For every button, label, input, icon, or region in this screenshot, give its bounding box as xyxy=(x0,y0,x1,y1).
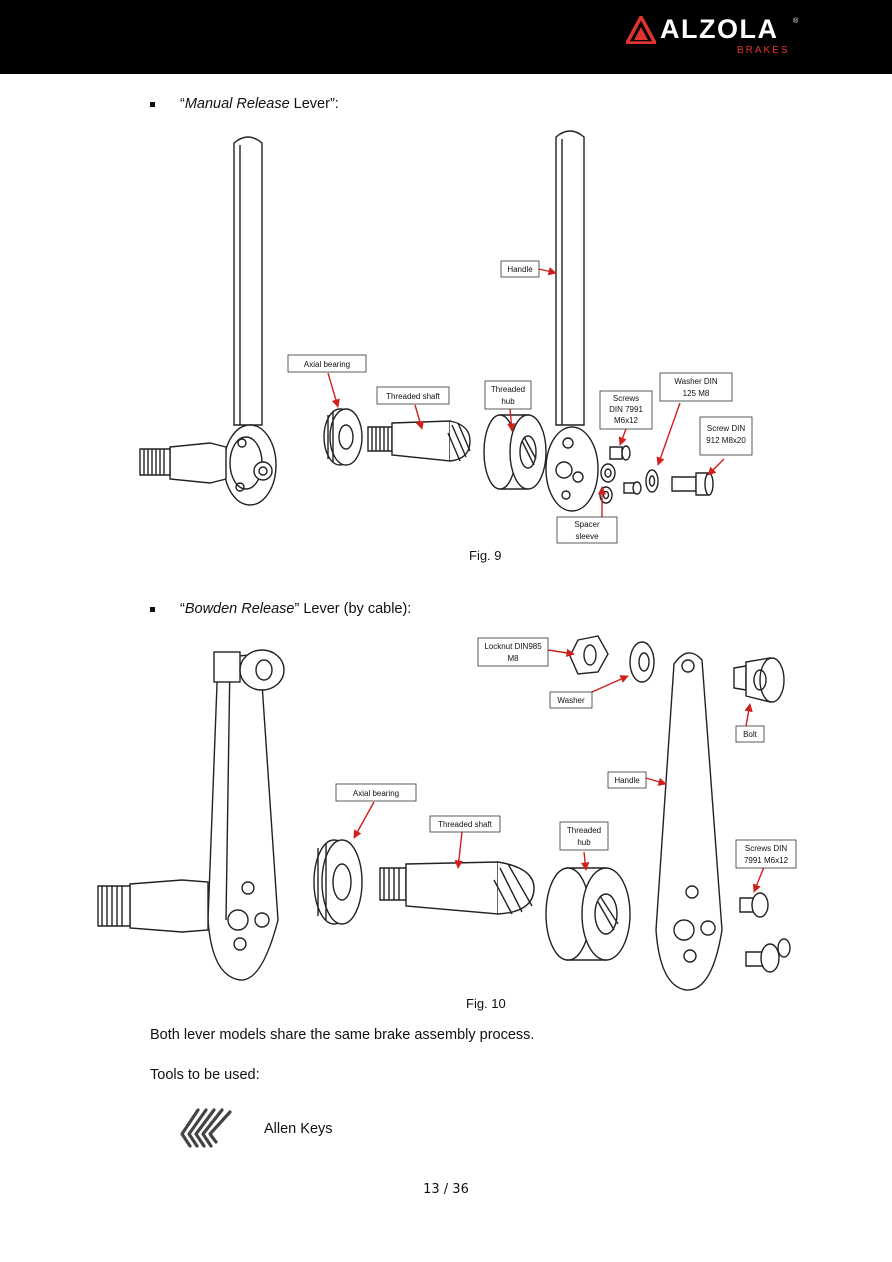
label-screws-line3: M6x12 xyxy=(614,416,639,425)
label-spacer-line1: Spacer xyxy=(574,520,600,529)
threaded-shaft-part xyxy=(379,861,535,915)
registered-mark: ® xyxy=(793,18,799,25)
threaded-shaft-part xyxy=(367,420,471,462)
brand-subtitle: BRAKES xyxy=(737,45,790,56)
open-quote: “ xyxy=(180,601,185,617)
label-screw-line2: 912 M8x20 xyxy=(706,436,746,445)
label-threaded-hub-line1: Threaded xyxy=(567,826,601,835)
allen-keys-icon xyxy=(180,1108,232,1148)
label-screw-line1: Screw DIN xyxy=(707,424,745,433)
label-washer-line1: Washer DIN xyxy=(674,377,717,386)
assembled-manual-lever xyxy=(139,136,277,506)
heading-rest: ” Lever (by cable): xyxy=(294,601,412,617)
brand-name: ALZOLA xyxy=(660,14,779,44)
assembled-bowden-lever xyxy=(97,649,285,981)
handle-part xyxy=(655,652,723,991)
label-handle: Handle xyxy=(507,265,533,274)
label-screws-line2: 7991 M6x12 xyxy=(744,856,789,865)
label-washer: Washer xyxy=(557,696,585,705)
small-screws-parts xyxy=(609,445,642,495)
washer-part xyxy=(645,469,659,493)
washer-part xyxy=(629,641,655,683)
label-washer-line2: 125 M8 xyxy=(683,389,710,398)
locknut-part xyxy=(569,635,609,675)
label-threaded-shaft: Threaded shaft xyxy=(386,392,441,401)
figure-10-bowden-release-exploded: Locknut DIN985 M8 Washer Bolt Handle Axi… xyxy=(97,635,797,991)
alzola-logo-icon xyxy=(626,16,656,44)
label-screws-line1: Screws DIN xyxy=(745,844,787,853)
label-spacer-line2: sleeve xyxy=(575,532,599,541)
heading-rest: Lever”: xyxy=(289,96,339,112)
label-threaded-hub-line1: Threaded xyxy=(491,385,525,394)
label-locknut-line2: M8 xyxy=(507,654,519,663)
figure-10-caption: Fig. 10 xyxy=(466,996,506,1011)
label-axial-bearing: Axial bearing xyxy=(353,789,399,798)
axial-bearing-part xyxy=(323,408,363,466)
label-screws-line1: Screws xyxy=(613,394,639,403)
axial-bearing-part xyxy=(313,839,363,925)
label-bolt: Bolt xyxy=(743,730,758,739)
heading-italic: Manual Release xyxy=(184,96,290,112)
screw-m8x20-part xyxy=(671,472,714,496)
heading-italic: Bowden Release xyxy=(184,601,295,617)
assembly-paragraph: Both lever models share the same brake a… xyxy=(150,1027,535,1043)
screws-m6x12-parts xyxy=(739,892,791,973)
label-handle: Handle xyxy=(614,776,640,785)
label-axial-bearing: Axial bearing xyxy=(304,360,350,369)
handle-part xyxy=(545,130,599,512)
figure-9-caption: Fig. 9 xyxy=(469,548,502,563)
page-number: 13 / 36 xyxy=(423,1182,469,1197)
threaded-hub-part xyxy=(545,867,631,961)
tools-intro: Tools to be used: xyxy=(150,1067,260,1083)
label-threaded-hub-line2: hub xyxy=(501,397,515,406)
bolt-part xyxy=(733,657,785,703)
label-screws-line2: DIN 7991 xyxy=(609,405,643,414)
open-quote: “ xyxy=(180,96,185,112)
tool-name-allen-keys: Allen Keys xyxy=(264,1121,333,1137)
label-locknut-line1: Locknut DIN985 xyxy=(484,642,542,651)
bullet-marker xyxy=(150,607,155,612)
label-threaded-shaft: Threaded shaft xyxy=(438,820,493,829)
label-threaded-hub-line2: hub xyxy=(577,838,591,847)
page-header: ALZOLA ® BRAKES xyxy=(0,0,892,74)
threaded-hub-part xyxy=(483,414,547,490)
figure-9-manual-release-exploded: Handle Axial bearing Threaded shaft Thre… xyxy=(139,130,753,544)
bullet-marker xyxy=(150,102,155,107)
